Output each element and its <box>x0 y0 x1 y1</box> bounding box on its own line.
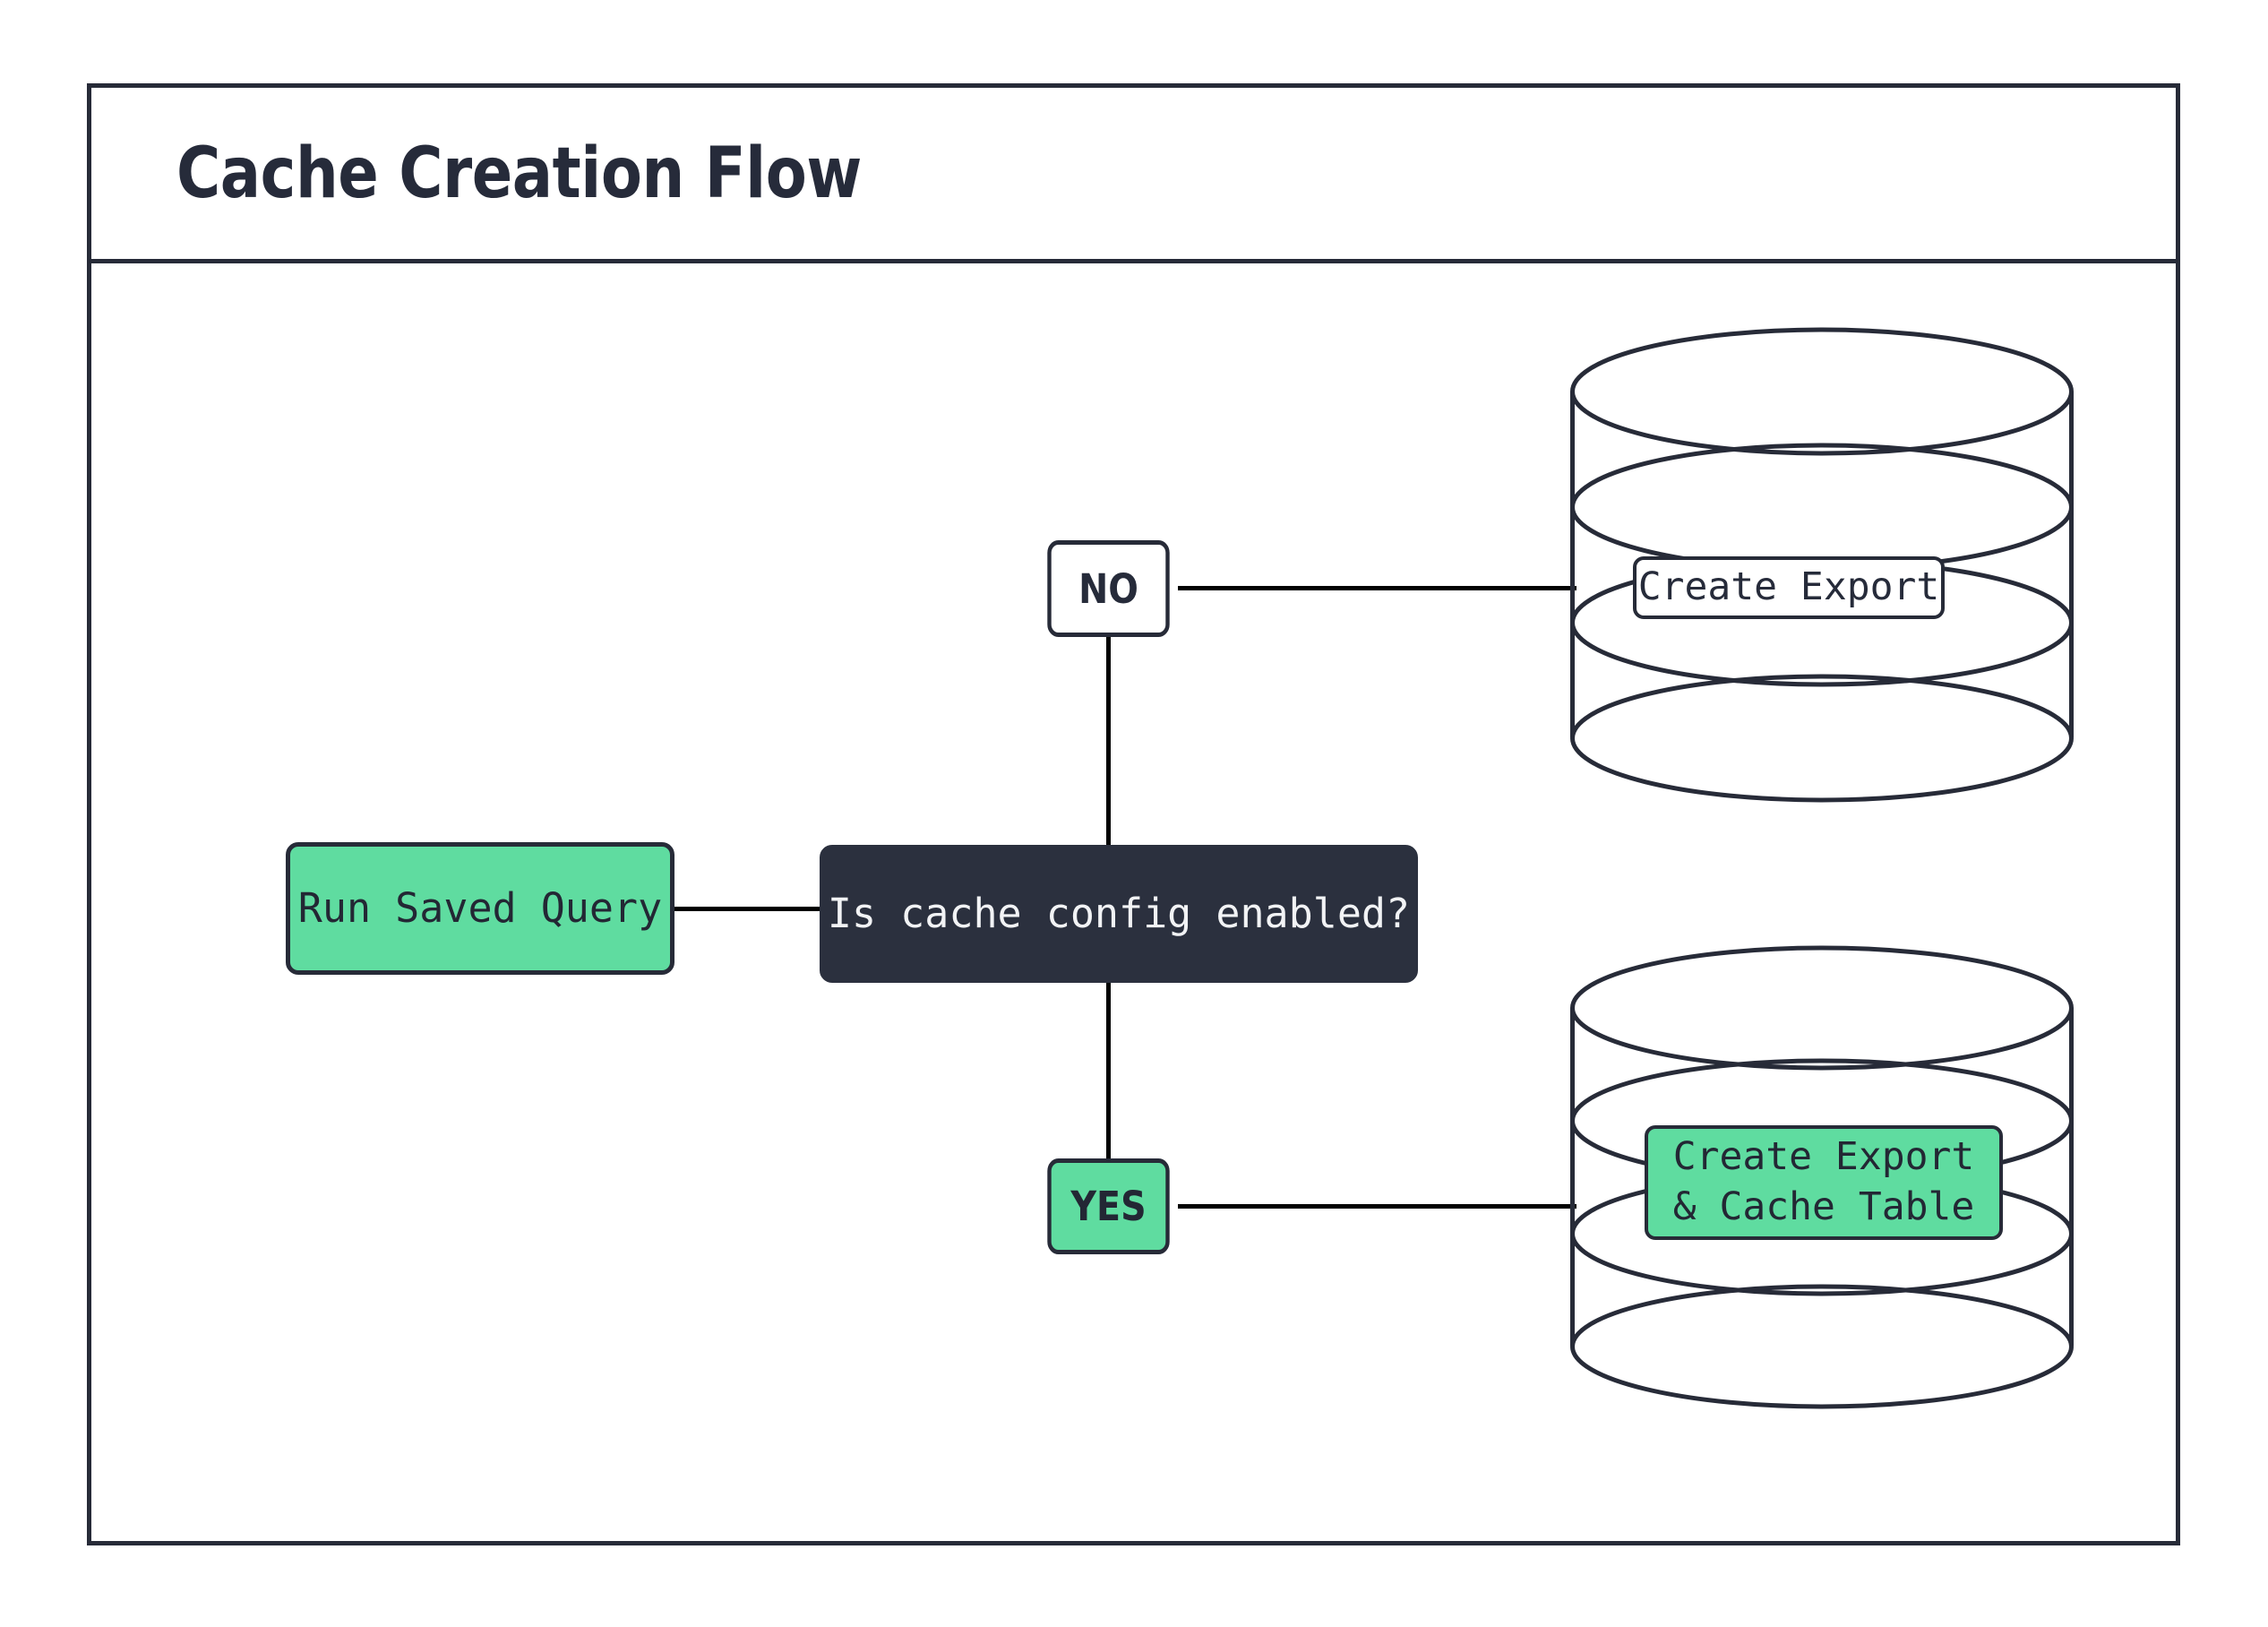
page-title: Cache Creation Flow <box>176 133 862 214</box>
edge-yes-to-database <box>1178 1204 1576 1209</box>
edge-decision-to-no <box>1106 637 1111 845</box>
edge-no-to-database <box>1178 586 1576 590</box>
branch-label-yes[interactable]: YES <box>1047 1158 1170 1254</box>
diagram-canvas: Run Saved Query Is cache config enabled?… <box>91 263 2176 1542</box>
node-create-export-and-cache-table[interactable]: Create Export & Cache Table <box>1645 1125 2003 1240</box>
edge-start-to-decision <box>674 907 820 911</box>
node-decision-cache-config[interactable]: Is cache config enabled? <box>820 845 1418 983</box>
edge-decision-to-yes <box>1106 983 1111 1158</box>
diagram-frame: Cache Creation Flow <box>87 83 2180 1545</box>
diagram-title-bar: Cache Creation Flow <box>91 88 2176 263</box>
branch-label-no[interactable]: NO <box>1047 540 1170 637</box>
node-create-export[interactable]: Create Export <box>1633 556 1945 619</box>
node-run-saved-query[interactable]: Run Saved Query <box>286 842 674 975</box>
